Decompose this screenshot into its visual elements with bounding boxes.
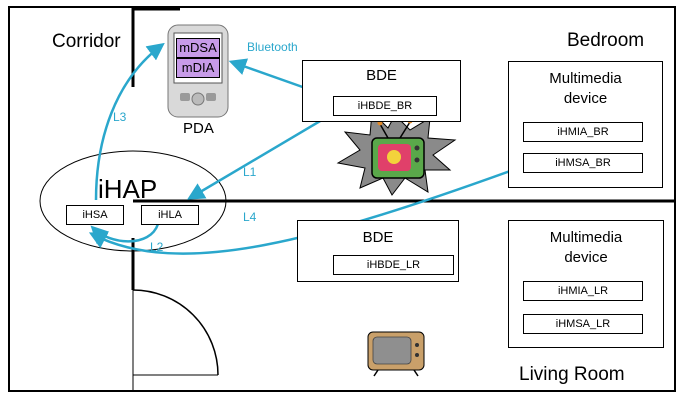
link-label-l2: L2 bbox=[150, 240, 164, 254]
link-label-l3: L3 bbox=[113, 110, 127, 124]
living-bde-agent: iHBDE_LR bbox=[333, 255, 454, 275]
pda-app-mdia: mDIA bbox=[176, 58, 220, 78]
living-mm-agent-ihmsa: iHMSA_LR bbox=[523, 314, 643, 334]
living-mm-agent-ihmia: iHMIA_LR bbox=[523, 281, 643, 301]
outer-wall bbox=[8, 6, 676, 392]
bedroom-mm-title-line2: device bbox=[563, 90, 608, 107]
ihap-agent-ihla: iHLA bbox=[141, 205, 199, 225]
tv-icon-living-room bbox=[367, 331, 425, 377]
link-label-bluetooth: Bluetooth bbox=[247, 40, 298, 54]
corridor-label: Corridor bbox=[52, 31, 121, 52]
link-label-l1: L1 bbox=[243, 165, 257, 179]
bedroom-bde-title: BDE bbox=[366, 67, 397, 84]
living-room-label: Living Room bbox=[519, 364, 625, 385]
pda-label: PDA bbox=[183, 120, 214, 137]
pda-app-mdsa: mDSA bbox=[176, 38, 220, 58]
link-l4 bbox=[88, 162, 528, 255]
living-bde-title: BDE bbox=[362, 229, 394, 246]
bedroom-bde-agent: iHBDE_BR bbox=[333, 96, 437, 116]
bedroom-mm-agent-ihmsa: iHMSA_BR bbox=[523, 153, 643, 173]
link-label-l4: L4 bbox=[243, 210, 257, 224]
bedroom-mm-title-line1: Multimedia bbox=[549, 70, 622, 87]
ihap-agent-ihsa: iHSA bbox=[66, 205, 124, 225]
bedroom-mm-agent-ihmia: iHMIA_BR bbox=[523, 122, 643, 142]
door-arc bbox=[132, 289, 219, 376]
living-mm-title-line1: Multimedia bbox=[549, 229, 623, 246]
living-mm-title-line2: device bbox=[564, 249, 608, 266]
bedroom-label: Bedroom bbox=[567, 30, 645, 51]
ihap-label: iHAP bbox=[98, 174, 158, 204]
